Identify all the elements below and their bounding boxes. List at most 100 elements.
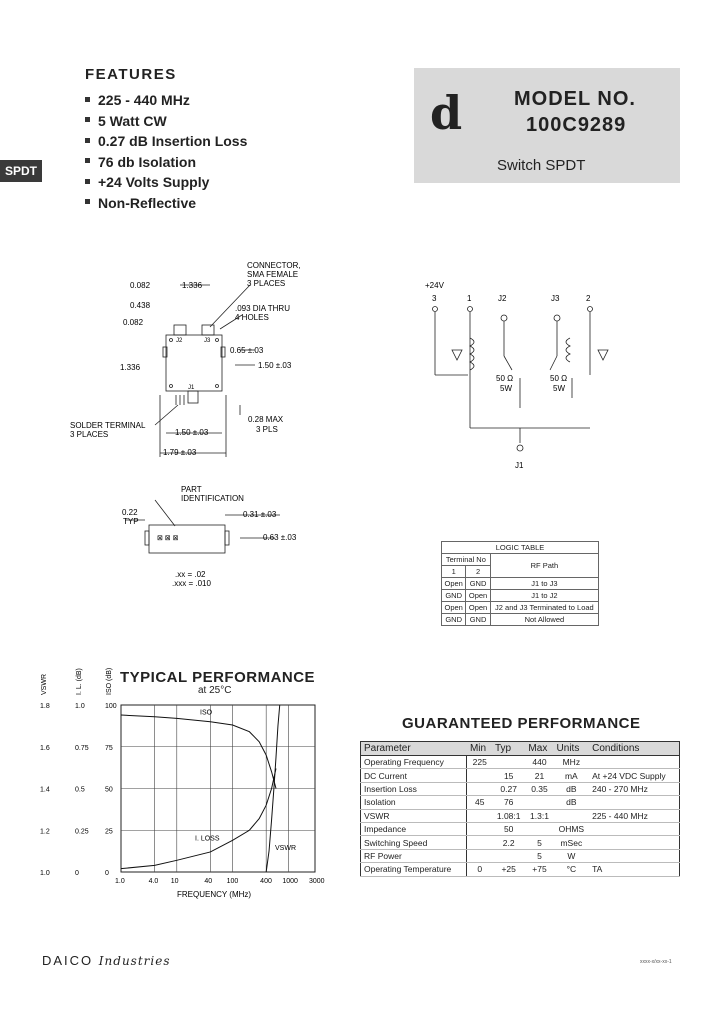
connector-note: 3 PLACES bbox=[247, 279, 285, 288]
x-tick-label: 1000 bbox=[282, 878, 298, 885]
y-tick-label: 1.0 bbox=[40, 870, 50, 877]
footer-brand: DAICO Industries bbox=[42, 953, 171, 968]
table-header: Conditions bbox=[589, 741, 680, 756]
value-cell bbox=[589, 849, 680, 864]
value-cell: W bbox=[553, 849, 590, 864]
pin-label: 1 bbox=[467, 294, 472, 303]
value-cell: 2.2 bbox=[491, 835, 526, 850]
j1-label: J1 bbox=[515, 461, 524, 470]
value-cell: 76 bbox=[491, 795, 526, 810]
dim-label: 0.22 bbox=[122, 508, 138, 517]
model-number: 100C9289 bbox=[526, 114, 627, 136]
value-cell: +75 bbox=[525, 862, 554, 877]
brand-name: DAICO bbox=[42, 953, 94, 968]
part-id-note: PART bbox=[181, 485, 202, 494]
series-line bbox=[120, 768, 277, 870]
dim-label: 0.31 ±.03 bbox=[243, 510, 277, 519]
bullet-icon bbox=[85, 117, 90, 123]
model-box bbox=[414, 68, 680, 183]
x-tick-label: 10 bbox=[171, 878, 179, 885]
value-cell bbox=[525, 822, 554, 837]
y-tick-label: 0.75 bbox=[75, 745, 89, 752]
solder-note: 3 PLACES bbox=[70, 430, 108, 439]
dim-label: 0.63 ±.03 bbox=[263, 533, 297, 542]
value-cell: TA bbox=[589, 862, 680, 877]
table-header: Units bbox=[553, 741, 590, 756]
load-label: 50 Ω bbox=[550, 374, 567, 383]
value-cell bbox=[589, 795, 680, 810]
dim-label: 0.082 bbox=[130, 281, 151, 290]
x-tick-label: 1.0 bbox=[115, 878, 125, 885]
value-cell: °C bbox=[553, 862, 590, 877]
dim-label: 1.79 ±.03 bbox=[163, 448, 197, 457]
connector-note: SMA FEMALE bbox=[247, 270, 298, 279]
tolerance-label: .xxx = .010 bbox=[172, 579, 211, 588]
y-tick-label: 1.4 bbox=[40, 787, 50, 794]
value-cell: 21 bbox=[525, 768, 554, 783]
housing-outline bbox=[165, 334, 223, 392]
value-cell bbox=[466, 809, 492, 823]
parameter-cell: Operating Temperature bbox=[360, 862, 468, 877]
value-cell: dB bbox=[553, 782, 590, 797]
table-header: Typ bbox=[491, 741, 526, 756]
y-tick-label: 75 bbox=[105, 745, 113, 752]
parameter-cell: Impedance bbox=[360, 822, 468, 837]
brand-logo: d bbox=[430, 86, 463, 140]
feature-item: 225 - 440 MHz bbox=[85, 90, 247, 111]
parameter-cell: Insertion Loss bbox=[360, 782, 468, 797]
logic-header: 2 bbox=[465, 565, 491, 578]
tolerance-label: .xx = .02 bbox=[175, 570, 206, 579]
model-label: MODEL NO. bbox=[514, 88, 636, 110]
value-cell: 225 - 440 MHz bbox=[589, 809, 680, 823]
guaranteed-performance-title: GUARANTEED PERFORMANCE bbox=[402, 715, 641, 732]
y-tick-label: 50 bbox=[105, 787, 113, 794]
hole-note: .093 DIA THRU bbox=[235, 304, 290, 313]
guaranteed-performance-table: Parameter Min Typ Max Units Conditions O… bbox=[360, 741, 680, 877]
parameter-cell: Isolation bbox=[360, 795, 468, 810]
value-cell: mA bbox=[553, 768, 590, 783]
y-tick-label: 0 bbox=[105, 870, 109, 877]
table-header: Max bbox=[525, 741, 554, 756]
side-view-drawing: ⊠ ⊠ ⊠ PART IDENTIFICATION 0.22 TYP 0.31 … bbox=[122, 485, 297, 588]
value-cell bbox=[589, 822, 680, 837]
series-label: VSWR bbox=[275, 845, 296, 852]
dim-label: 3 PLS bbox=[256, 425, 278, 434]
series-label: ISO bbox=[200, 709, 213, 716]
y-tick-label: 1.0 bbox=[75, 703, 85, 710]
value-cell: 50 bbox=[491, 822, 526, 837]
dim-label: 0.082 bbox=[123, 318, 144, 327]
value-cell: 0 bbox=[466, 862, 492, 877]
logic-table-title: LOGIC TABLE bbox=[441, 541, 599, 554]
value-cell: dB bbox=[553, 795, 590, 810]
x-tick-label: 100 bbox=[227, 878, 239, 885]
feature-item: 5 Watt CW bbox=[85, 111, 247, 132]
features-list: 225 - 440 MHz 5 Watt CW 0.27 dB Insertio… bbox=[85, 90, 247, 213]
parameter-cell: Switching Speed bbox=[360, 835, 468, 850]
y-tick-label: 1.2 bbox=[40, 828, 50, 835]
y-axis-label: I. L. (dB) bbox=[76, 668, 83, 695]
value-cell bbox=[589, 755, 680, 770]
dim-label: 1.50 ±.03 bbox=[258, 361, 292, 370]
bullet-icon bbox=[85, 96, 90, 102]
value-cell: +25 bbox=[491, 862, 526, 877]
logic-header: Terminal No bbox=[441, 553, 491, 566]
value-cell bbox=[466, 835, 492, 850]
dim-label: 0.65 ±.03 bbox=[230, 346, 264, 355]
value-cell: 440 bbox=[525, 755, 554, 770]
value-cell bbox=[525, 795, 554, 810]
x-tick-label: 40 bbox=[204, 878, 212, 885]
value-cell: 15 bbox=[491, 768, 526, 783]
port-label: J3 bbox=[204, 338, 211, 344]
document-code: xxxx-x/xx-xx-1 bbox=[640, 959, 672, 965]
solder-note: SOLDER TERMINAL bbox=[70, 421, 146, 430]
y-axis-label: VSWR bbox=[41, 674, 48, 695]
parameter-cell: VSWR bbox=[360, 809, 468, 823]
value-cell: 240 - 270 MHz bbox=[589, 782, 680, 797]
